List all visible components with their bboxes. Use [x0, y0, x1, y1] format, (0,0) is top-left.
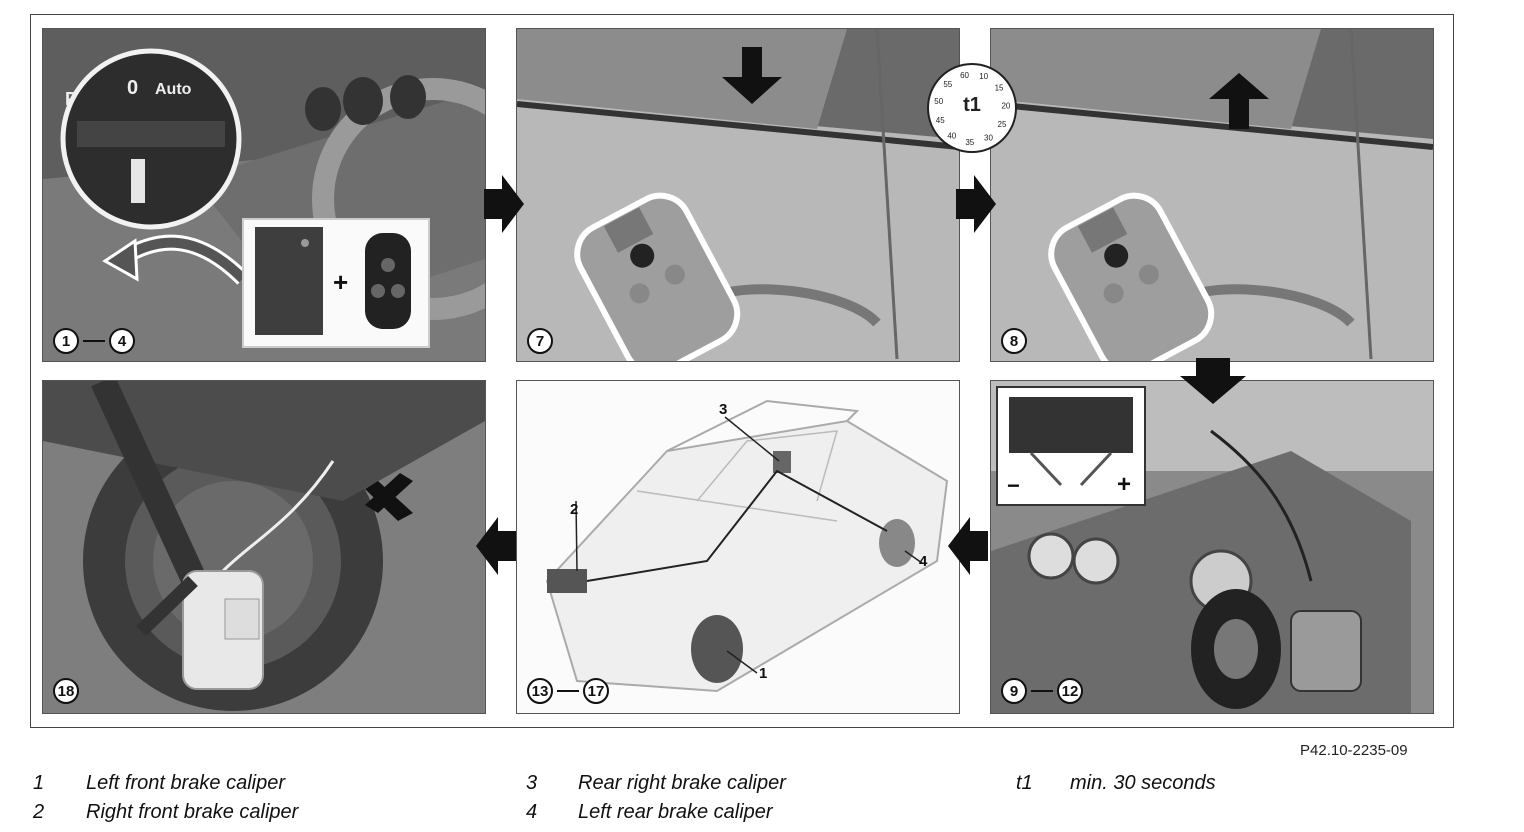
arrow-right-7-to-8 [956, 175, 996, 233]
step-number: 8 [1001, 328, 1027, 354]
panel-step-1-4: P 0 Auto + 1 4 [42, 28, 486, 362]
interior-illustration [43, 29, 485, 361]
timer-tick-label: 35 [965, 138, 974, 147]
legend-text-2: Right front brake caliper [86, 801, 299, 823]
arrow-right-1-to-7 [484, 175, 524, 233]
legend-number-1: 1 [33, 772, 45, 794]
timer-tick-label: 45 [936, 116, 945, 125]
step-number-end: 17 [583, 678, 609, 704]
step-badge-9-12: 9 12 [1001, 677, 1083, 705]
legend-number-2: 2 [33, 801, 45, 823]
timer-tick-label: 25 [998, 120, 1007, 129]
cluster-p-indicator: P [65, 89, 78, 109]
diagram-frame [30, 14, 1454, 728]
timer-tick-label: 30 [984, 134, 993, 143]
cluster-mode-indicator: Auto [155, 81, 192, 98]
timer-tick-label: 50 [934, 97, 943, 106]
step-number-start: 1 [53, 328, 79, 354]
step-badge-8: 8 [1001, 327, 1027, 355]
arrow-left-13-to-18 [476, 517, 516, 575]
legend-number-4: 4 [526, 801, 538, 823]
timer-tick-label: 55 [943, 80, 952, 89]
timer-label: t1 [963, 94, 981, 116]
legend-text-1: Left front brake caliper [86, 772, 285, 794]
timer-tick-label: 60 [960, 71, 969, 80]
step-badge-7: 7 [527, 327, 553, 355]
legend-text-t1: min. 30 seconds [1070, 772, 1216, 794]
step-number-start: 9 [1001, 678, 1027, 704]
step-number-end: 4 [109, 328, 135, 354]
door-lock-illustration [517, 29, 959, 361]
legend-text-3: Rear right brake caliper [578, 772, 786, 794]
charger-minus-sign: − [1007, 473, 1020, 498]
legend-number-t1: t1 [1016, 772, 1033, 794]
arrow-left-9-to-13 [948, 517, 988, 575]
timer-tick-label: 20 [1001, 101, 1010, 110]
panel-step-8: 8 [990, 28, 1434, 362]
door-unlock-illustration [991, 29, 1433, 361]
brake-caliper-car-illustration [517, 381, 959, 713]
step-range-dash [1031, 690, 1053, 692]
panel-step-13-17: 1 2 3 4 13 17 [516, 380, 960, 714]
charger-plus-sign: + [1117, 471, 1132, 498]
panel-step-18: 18 [42, 380, 486, 714]
callout-right-front-caliper: 2 [570, 501, 579, 518]
step-number-end: 12 [1057, 678, 1083, 704]
timer-tick-label: 40 [947, 131, 956, 140]
step-badge-18: 18 [53, 677, 79, 705]
bleed-bottle-illustration [43, 381, 485, 713]
legend-number-3: 3 [526, 772, 538, 794]
timer-tick-label: 15 [995, 83, 1004, 92]
callout-left-rear-caliper: 4 [919, 553, 928, 570]
figure-code: P42.10-2235-09 [1300, 742, 1408, 759]
callout-left-front-caliper: 1 [759, 665, 768, 682]
panel-step-9-12: − + 9 12 [990, 380, 1434, 714]
key-plus-sign: + [333, 267, 349, 297]
charger-illustration [991, 381, 1433, 713]
step-range-dash [557, 690, 579, 692]
arrow-down-8-to-9 [1180, 358, 1246, 404]
step-number-start: 13 [527, 678, 553, 704]
step-badge-1-4: 1 4 [53, 327, 135, 355]
callout-rear-right-caliper: 3 [719, 401, 728, 418]
legend-text-4: Left rear brake caliper [578, 801, 773, 823]
step-range-dash [83, 340, 105, 342]
panel-step-7: 7 [516, 28, 960, 362]
step-number: 7 [527, 328, 553, 354]
step-number: 18 [53, 678, 79, 704]
step-badge-13-17: 13 17 [527, 677, 609, 705]
cluster-gear-indicator: 0 [127, 77, 139, 99]
timer-tick-label: 10 [979, 72, 988, 81]
